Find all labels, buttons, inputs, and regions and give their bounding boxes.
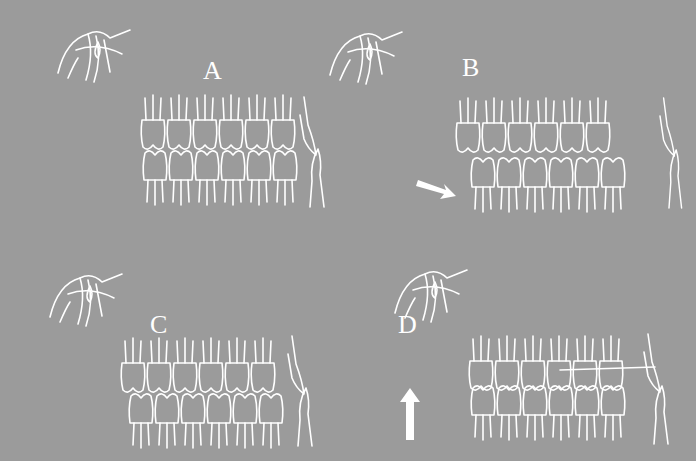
panel-letter: C: [150, 312, 167, 338]
panel-letter: B: [462, 55, 479, 81]
panel-letter: A: [203, 58, 222, 84]
panel-letter: D: [398, 312, 417, 338]
